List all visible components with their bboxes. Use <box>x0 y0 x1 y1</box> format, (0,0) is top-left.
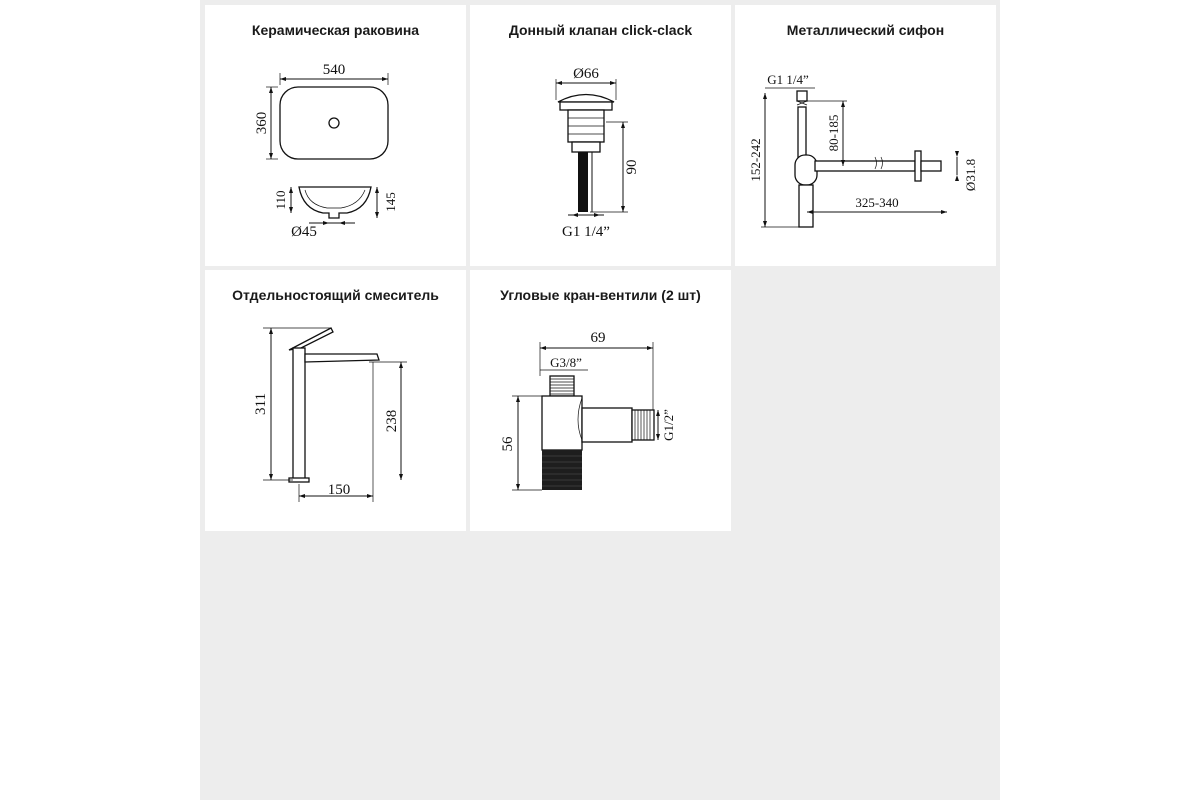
drain-height-label: 90 <box>624 160 640 175</box>
valve-length-label: 69 <box>591 330 606 346</box>
siphon-length-label: 325-340 <box>855 195 898 210</box>
drain-thread-label: G1 1/4” <box>562 224 610 240</box>
valve-card: Угловые кран-вентили (2 шт) 69 G3/8” <box>470 270 731 531</box>
valve-outlet-thread-label: G1/2” <box>661 409 676 441</box>
basin-outer-height-label: 145 <box>383 192 398 212</box>
basin-inner-height-label: 110 <box>273 190 288 209</box>
siphon-outlet-diameter-label: Ø31.8 <box>963 159 978 191</box>
mixer-title: Отдельностоящий смеситель <box>232 287 439 303</box>
basin-card: Керамическая раковина 540 360 <box>205 5 466 266</box>
valve-drawing: 69 G3/8” G1/2” <box>500 330 676 491</box>
drain-cap-diameter-label: Ø66 <box>573 66 599 82</box>
spec-sheet: Керамическая раковина 540 360 <box>200 0 1000 800</box>
basin-drain-hole <box>328 117 340 129</box>
valve-handle <box>542 450 582 490</box>
siphon-height-label: 152-242 <box>748 138 763 181</box>
valve-title: Угловые кран-вентили (2 шт) <box>500 287 701 303</box>
basin-depth-label: 360 <box>254 112 270 135</box>
mixer-spout-height-label: 238 <box>384 410 400 433</box>
basin-drawing: 540 360 110 145 Ø45 <box>254 62 398 240</box>
valve-height-label: 56 <box>500 436 516 452</box>
siphon-outlet-pipe <box>814 160 916 172</box>
siphon-drawing: G1 1/4” 80-185 152-242 <box>748 72 978 228</box>
valve-outlet-thread <box>631 409 655 441</box>
valve-body <box>541 395 583 451</box>
drain-cap <box>557 93 615 103</box>
drain-drawing: Ø66 90 G1 1/4” <box>555 66 640 240</box>
mixer-lever <box>288 327 334 351</box>
siphon-thread-label: G1 1/4” <box>767 72 809 87</box>
mixer-spout <box>304 353 380 363</box>
siphon-offset-label: 80-185 <box>826 115 841 152</box>
drain-card: Донный клапан click-clack Ø66 <box>470 5 731 266</box>
mixer-drawing: 311 238 150 <box>253 327 407 502</box>
siphon-flange <box>914 150 922 182</box>
basin-side-view <box>298 186 372 219</box>
mixer-reach-label: 150 <box>328 482 351 498</box>
drain-stem <box>578 152 588 212</box>
basin-width-label: 540 <box>323 62 346 78</box>
mixer-total-height-label: 311 <box>253 393 269 415</box>
siphon-bottle <box>794 154 818 186</box>
siphon-title: Металлический сифон <box>786 22 945 38</box>
siphon-card: Металлический сифон G1 1/4” 80-185 <box>735 5 996 266</box>
drain-title: Донный клапан click-clack <box>508 22 693 38</box>
valve-outlet-pipe <box>581 407 633 443</box>
valve-inlet-thread-label: G3/8” <box>550 355 582 370</box>
mixer-card: Отдельностоящий смеситель 311 238 <box>205 270 466 531</box>
basin-title: Керамическая раковина <box>251 22 420 38</box>
mixer-body <box>292 347 306 481</box>
basin-drain-diameter-label: Ø45 <box>291 224 317 240</box>
